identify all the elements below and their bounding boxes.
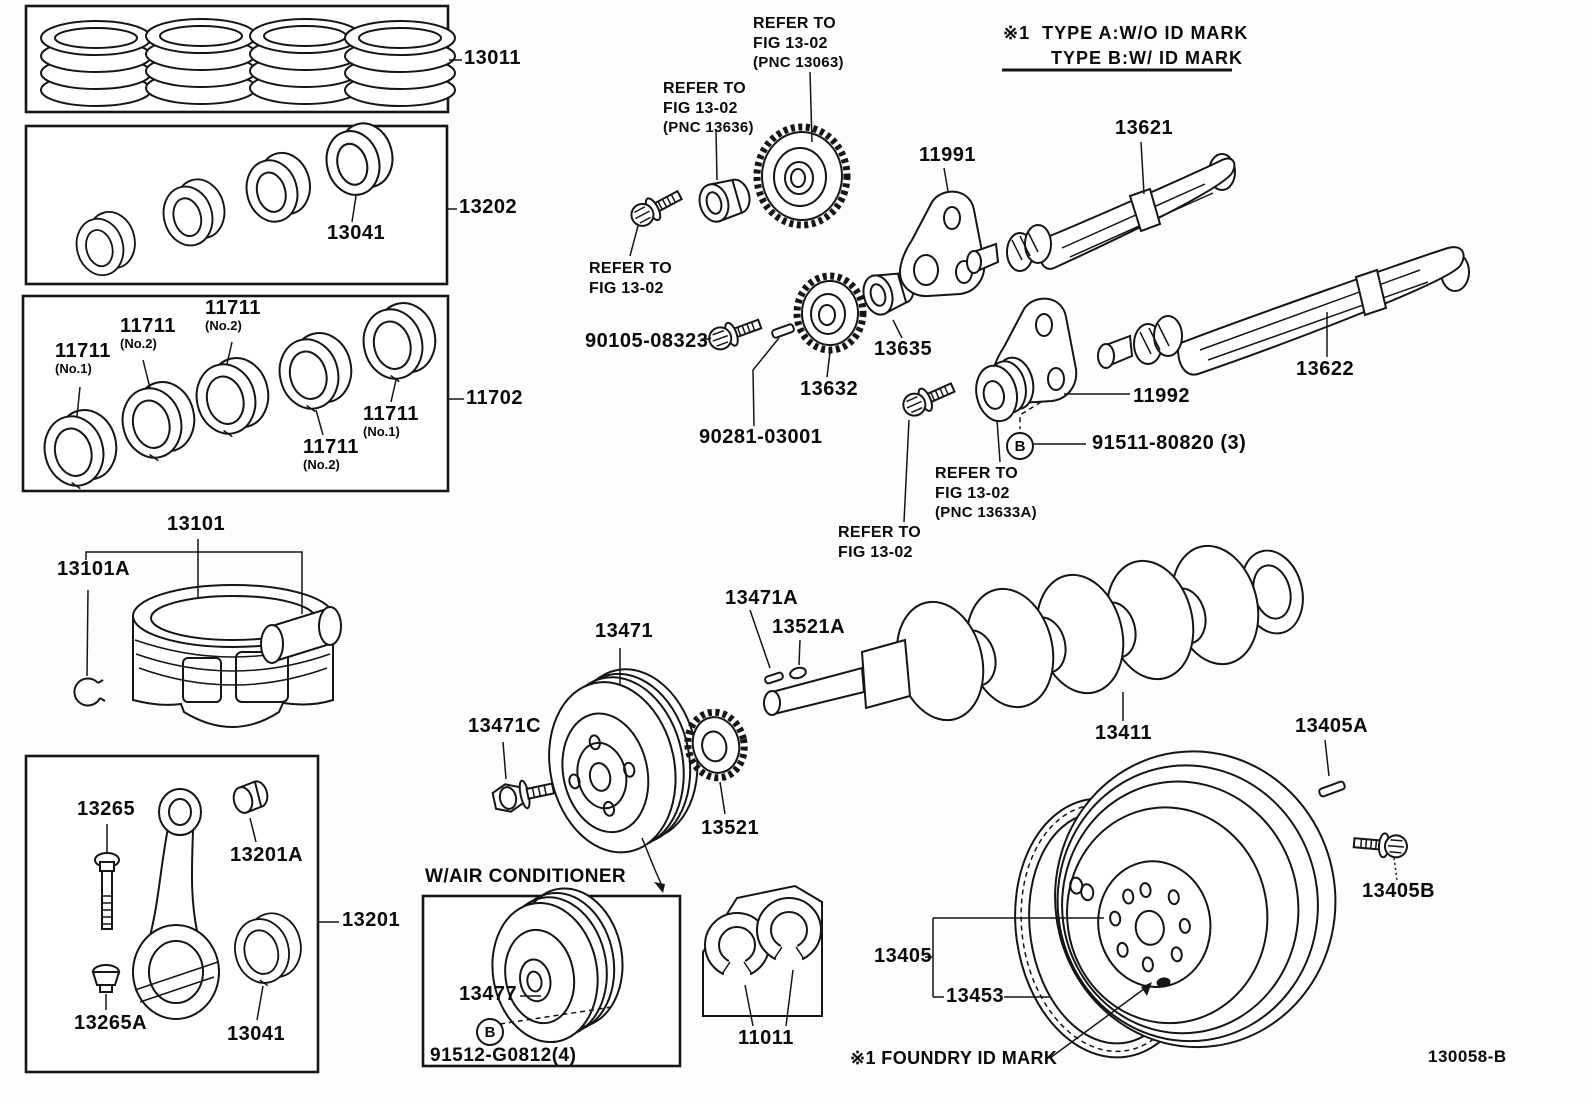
part-label-13521: 13521 xyxy=(701,817,760,839)
part-label-91512-g0812: 91512-G0812(4) xyxy=(430,1045,577,1066)
legend-line-1: ※1 TYPE A:W/O ID MARK xyxy=(1003,23,1249,43)
part-label-13471: 13471 xyxy=(595,620,654,642)
part-label-11711-no1-b: 11711(No.1) xyxy=(363,403,419,439)
part-label-13471c: 13471C xyxy=(468,715,542,737)
part-label-13477: 13477 xyxy=(459,983,518,1005)
figure-code: 130058-B xyxy=(1428,1047,1507,1066)
part-label-13632: 13632 xyxy=(800,378,859,400)
ac-pulley-box xyxy=(421,887,682,1068)
main-bearing-box xyxy=(21,294,464,496)
part-label-13101a: 13101A xyxy=(57,558,131,580)
crank-pulley-group xyxy=(491,648,748,893)
part-label-13405: 13405 xyxy=(874,945,933,967)
part-label-13041-bush: 13041 xyxy=(327,222,386,244)
part-label-13041-rod: 13041 xyxy=(227,1023,286,1045)
part-label-11711-no2-c: 11711(No.2) xyxy=(303,436,359,472)
part-label-13635: 13635 xyxy=(874,338,933,360)
part-label-13101: 13101 xyxy=(167,513,226,535)
part-label-11711-no1-a: 11711(No.1) xyxy=(55,340,111,376)
part-label-13265a: 13265A xyxy=(74,1012,148,1034)
circled-b-91511: B xyxy=(1006,432,1034,460)
part-label-13405a: 13405A xyxy=(1295,715,1369,737)
part-label-13621: 13621 xyxy=(1115,117,1174,139)
bush-set-box xyxy=(24,116,457,286)
part-label-13453: 13453 xyxy=(946,985,1005,1007)
oil-pump-drive-parts xyxy=(626,71,915,427)
crankshaft-drawing xyxy=(749,544,1304,722)
foundry-id-note: ※1 FOUNDRY ID MARK xyxy=(850,1048,1058,1068)
part-label-90105-08323: 90105-08323 xyxy=(585,330,709,352)
part-label-13011: 13011 xyxy=(464,47,522,69)
part-label-11711-no2-a: 11711(No.2) xyxy=(120,315,176,351)
part-label-13521a: 13521A xyxy=(772,616,846,638)
balance-shaft-parts xyxy=(898,141,1470,523)
circled-b-91512: B xyxy=(476,1018,504,1046)
piston-rings-box xyxy=(24,4,462,114)
part-label-13411: 13411 xyxy=(1095,722,1153,744)
air-conditioner-note: W/AIR CONDITIONER xyxy=(425,866,627,887)
part-label-13202: 13202 xyxy=(459,196,518,218)
part-label-13201: 13201 xyxy=(342,909,401,931)
part-label-11991: 11991 xyxy=(919,144,977,166)
thrust-washer-drawing xyxy=(702,884,823,1027)
part-label-13405b: 13405B xyxy=(1362,880,1436,902)
part-label-11702: 11702 xyxy=(466,387,524,409)
part-label-11711-no2-b: 11711(No.2) xyxy=(205,297,261,333)
part-label-11011: 11011 xyxy=(738,1027,794,1049)
part-label-13471a: 13471A xyxy=(725,587,799,609)
legend-line-2: TYPE B:W/ ID MARK xyxy=(1051,48,1243,68)
part-label-13265: 13265 xyxy=(77,798,136,820)
piston-drawing xyxy=(73,539,342,728)
part-label-13622: 13622 xyxy=(1296,358,1355,380)
part-label-11992: 11992 xyxy=(1133,385,1191,407)
connecting-rod-box xyxy=(24,754,339,1074)
part-label-90281-03001: 90281-03001 xyxy=(699,426,823,448)
flywheel-drawing xyxy=(925,739,1409,1059)
part-label-91511-80820: 91511-80820 (3) xyxy=(1092,432,1247,454)
part-label-13201a: 13201A xyxy=(230,844,304,866)
